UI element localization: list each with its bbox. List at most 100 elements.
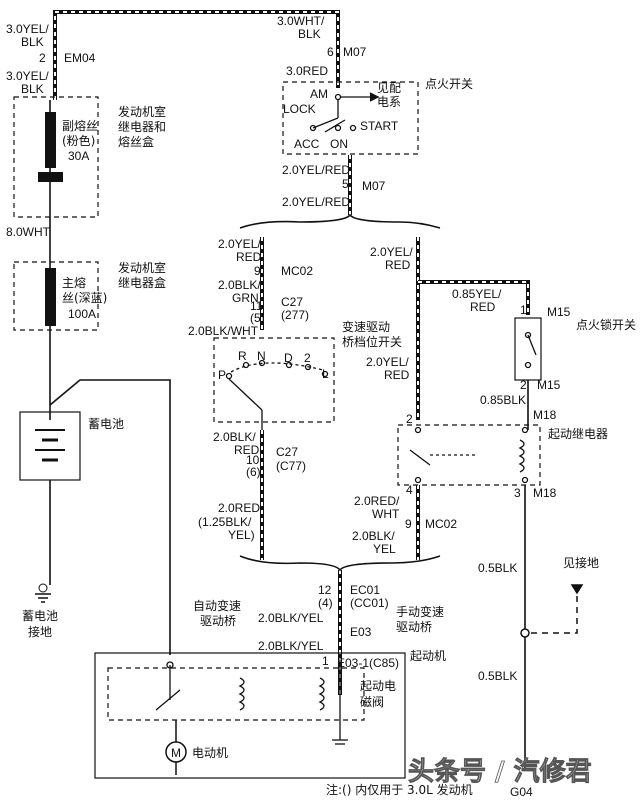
label-solenoid: 起动电 bbox=[360, 679, 396, 693]
label-ref: 见配 bbox=[377, 81, 401, 95]
label-lock-w1b: RED bbox=[470, 300, 496, 314]
wire-top-loop-stripe bbox=[54, 11, 339, 100]
label-main-fuse-amps: 100A bbox=[68, 307, 96, 321]
label-relay-m18: M18 bbox=[533, 486, 557, 500]
label-red-wire: 3.0RED bbox=[286, 64, 328, 78]
label-relay-w1b: WHT bbox=[372, 507, 400, 521]
label-left-wire-b2: BLK bbox=[21, 82, 44, 96]
label-on: ON bbox=[330, 137, 348, 151]
label-c27b: (277) bbox=[281, 308, 309, 322]
label-relay-title: 起动继电器 bbox=[548, 427, 608, 441]
label-g04: G04 bbox=[510, 785, 533, 799]
label-acc: ACC bbox=[294, 137, 320, 151]
label-ll-w2c: YEL) bbox=[228, 528, 255, 542]
label-m07b: M07 bbox=[362, 179, 386, 193]
label-trans-title: 变速驱动 bbox=[342, 319, 390, 334]
label-l-w2: 2.0BLK/ bbox=[218, 278, 261, 292]
label-e03: E03 bbox=[350, 625, 372, 639]
ground-ref-icon bbox=[520, 584, 584, 638]
label-mc02: MC02 bbox=[281, 264, 313, 278]
label-relay-w1: 2.0RED/ bbox=[354, 494, 400, 508]
main-fuse bbox=[45, 268, 56, 326]
label-auto-trans2: 驱动桥 bbox=[200, 614, 236, 628]
starter-relay-frame bbox=[397, 424, 541, 486]
label-top-right-wire: 3.0WHT/ bbox=[277, 14, 325, 28]
label-m07: M07 bbox=[343, 45, 367, 59]
trans-switch-contacts bbox=[225, 359, 329, 430]
trans-switch-frame bbox=[213, 337, 335, 423]
sub-fuse-clip bbox=[38, 172, 63, 182]
label-c27-pin2: (5) bbox=[250, 311, 265, 325]
label-ll-w2b: (1.25BLK/ bbox=[198, 515, 252, 529]
label-mid-w1: 2.0YEL/RED bbox=[282, 163, 350, 177]
label-top-left-wire2: BLK bbox=[21, 35, 44, 49]
label-ground-w1: 0.5BLK bbox=[478, 561, 517, 575]
main-fuse-frame bbox=[13, 261, 99, 331]
label-am: AM bbox=[310, 87, 328, 101]
label-ll-c27b: (C77) bbox=[276, 459, 306, 473]
label-main-fuse-title2: 继电器盒 bbox=[118, 275, 166, 290]
label-manual-trans2: 驱动桥 bbox=[396, 620, 432, 634]
label-ll-c27: C27 bbox=[276, 445, 298, 459]
ign-lock-contacts bbox=[524, 331, 537, 369]
label-gear-r: R bbox=[238, 349, 247, 363]
label-left-wire-b: 3.0YEL/ bbox=[6, 69, 49, 83]
label-gear-l: L bbox=[322, 367, 329, 381]
label-lock-w3: 0.85BLK bbox=[480, 393, 526, 407]
label-solenoid2: 磁阀 bbox=[360, 694, 384, 709]
label-lock-m15b: M15 bbox=[537, 378, 561, 392]
label-lock-pin2: 2 bbox=[520, 378, 527, 392]
label-bottom-w2: 2.0BLK/YEL bbox=[258, 639, 324, 653]
battery-ground-icon bbox=[35, 583, 51, 603]
label-gear-n: N bbox=[257, 349, 266, 363]
starter-relay-contacts bbox=[409, 426, 529, 484]
label-motor: 电动机 bbox=[192, 746, 228, 760]
label-relay-pin2: 2 bbox=[406, 412, 413, 426]
starter-frame bbox=[94, 652, 406, 779]
label-relay-w2: 2.0BLK/ bbox=[352, 529, 395, 543]
starter-solenoid-contacts bbox=[155, 660, 348, 745]
label-ec01: EC01 bbox=[350, 583, 380, 597]
label-top-right-wire2: BLK bbox=[298, 27, 321, 41]
label-mc02-pin: 9 bbox=[254, 264, 261, 278]
solenoid-frame bbox=[107, 667, 365, 721]
label-lock-m15: M15 bbox=[547, 305, 571, 319]
label-sub-fuse: 副熔丝 bbox=[62, 118, 98, 133]
label-c27-pin: 11 bbox=[250, 299, 263, 313]
label-sub-fuse-amps: 30A bbox=[68, 149, 89, 163]
label-ec01-pin2: (4) bbox=[318, 596, 333, 610]
label-ground-w2: 0.5BLK bbox=[478, 669, 517, 683]
label-battery-ground: 蓄电池 bbox=[22, 609, 58, 623]
label-e03b: E03-1(C85) bbox=[337, 656, 399, 670]
label-r-w1: 2.0YEL/ bbox=[370, 245, 413, 259]
label-l-w3: 2.0BLK/WHT bbox=[188, 324, 259, 338]
label-lock-m18: M18 bbox=[533, 408, 557, 422]
ign-lock-frame bbox=[514, 317, 542, 381]
label-ll-w1: 2.0BLK/ bbox=[213, 430, 256, 444]
label-c27: C27 bbox=[281, 295, 303, 309]
label-main-fuse2: 丝(深蓝) bbox=[62, 291, 107, 305]
ignition-switch-contacts bbox=[309, 92, 380, 133]
label-bottom-w1: 2.0BLK/YEL bbox=[258, 611, 324, 625]
label-ll-c27-pin: 10 bbox=[246, 453, 260, 467]
label-ground-ref: 见接地 bbox=[563, 555, 599, 570]
label-lock-w2: 2.0YEL/ bbox=[366, 355, 409, 369]
label-battery: 蓄电池 bbox=[88, 417, 124, 431]
label-motor-m: M bbox=[171, 746, 181, 760]
label-ec01b: (CC01) bbox=[350, 596, 389, 610]
label-gear-p: P bbox=[218, 368, 226, 382]
label-mid-w2: 2.0YEL/RED bbox=[282, 195, 350, 209]
label-battery-ground2: 接地 bbox=[28, 624, 52, 639]
label-trans-title2: 桥档位开关 bbox=[342, 334, 402, 349]
label-auto-trans: 自动变速 bbox=[193, 598, 241, 613]
label-relay-w2b: YEL bbox=[373, 542, 396, 556]
label-lock: LOCK bbox=[283, 102, 316, 116]
wire-battery-starter bbox=[49, 379, 171, 655]
footnote: 注:() 内仅用于 3.0L 发动机 bbox=[326, 782, 473, 797]
label-fusebox-title2: 继电器和 bbox=[118, 120, 166, 134]
wire-lock-feed-stripe bbox=[418, 281, 529, 315]
label-manual-trans: 手动变速 bbox=[396, 604, 444, 619]
split-brace-top bbox=[239, 213, 441, 229]
label-main-fuse: 主熔 bbox=[62, 275, 86, 290]
label-start: START bbox=[360, 119, 399, 133]
